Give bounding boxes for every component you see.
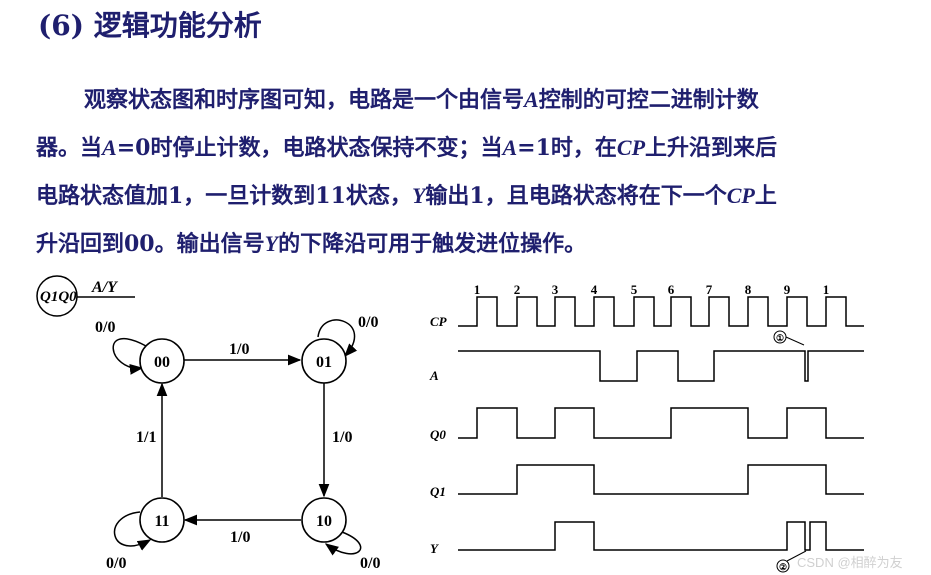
watermark: CSDN @相醉为友 (797, 555, 903, 570)
self-loop-00 (112, 338, 147, 375)
svg-text:00: 00 (154, 354, 170, 371)
svg-text:②: ② (779, 562, 787, 572)
paragraph-line-2: 器。当A=0时停止计数，电路状态保持不变；当A=1时，在CP上升沿到来后 (36, 135, 778, 161)
section-title: (6) 逻辑功能分析 (38, 4, 262, 44)
waveform-cp (458, 296, 864, 327)
cp-pulse-number-10: 1 (823, 282, 830, 297)
paragraph-line-4: 升沿回到00。输出信号Y的下降沿可用于触发进位操作。 (36, 231, 587, 257)
cp-pulse-number-9: 9 (784, 282, 791, 297)
self-loop-label-10: 0/0 (360, 555, 380, 572)
signal-label-q1: Q1 (430, 484, 446, 499)
section-heading: 逻辑功能分析 (93, 9, 262, 42)
svg-text:11: 11 (154, 513, 169, 530)
cp-pulse-number-8: 8 (745, 282, 752, 297)
cp-pulse-number-5: 5 (631, 282, 638, 297)
svg-text:01: 01 (316, 354, 332, 371)
cp-pulse-number-3: 3 (552, 282, 559, 297)
svg-text:①: ① (776, 333, 784, 343)
state-10: 10 (301, 497, 347, 543)
waveform-q1 (458, 464, 864, 495)
paragraph-line-3: 电路状态值加1，一旦计数到11状态，Y输出1，且电路状态将在下一个CP上 (36, 183, 777, 209)
cp-pulse-number-4: 4 (591, 282, 598, 297)
waveform-y (458, 521, 864, 551)
cp-pulse-number-2: 2 (514, 282, 521, 297)
self-loop-10 (324, 531, 362, 556)
signal-label-a: A (429, 368, 439, 383)
waveform-a (458, 350, 864, 382)
label-00-01: 1/0 (229, 341, 249, 358)
state-diagram: Q1Q0 A/Y 1/0 1/0 1/0 1/1 0/0 0/0 0/0 0/0… (36, 275, 380, 572)
cp-pulse-number-7: 7 (706, 282, 713, 297)
svg-text:10: 10 (316, 513, 332, 530)
section-number: (6) (38, 9, 84, 42)
paragraph-line-1: 观察状态图和时序图可知，电路是一个由信号A控制的可控二进制计数 (84, 87, 759, 113)
state-00: 00 (139, 338, 185, 384)
signal-label-cp: CP (430, 314, 448, 329)
timing-diagram: CP A Q0 Q1 Y 1 2 3 4 5 6 7 8 9 1 ① (429, 282, 864, 573)
analysis-paragraph: 观察状态图和时序图可知，电路是一个由信号A控制的可控二进制计数 器。当A=0时停… (36, 78, 916, 270)
legend: Q1Q0 A/Y (36, 275, 135, 317)
signal-label-y: Y (430, 541, 439, 556)
self-loop-01 (317, 319, 358, 357)
label-10-11: 1/0 (230, 529, 250, 546)
waveform-q0 (458, 407, 864, 439)
cp-pulse-number-1: 1 (474, 282, 481, 297)
self-loop-11 (113, 511, 152, 551)
cp-pulse-number-6: 6 (668, 282, 675, 297)
state-01: 01 (301, 338, 347, 384)
legend-state-label: Q1Q0 (40, 289, 77, 305)
self-loop-label-00: 0/0 (95, 319, 115, 336)
state-11: 11 (139, 497, 185, 543)
self-loop-label-11: 0/0 (106, 555, 126, 572)
self-loop-label-01: 0/0 (358, 314, 378, 331)
marker-1: ① (773, 330, 805, 346)
signal-label-q0: Q0 (430, 427, 446, 442)
legend-circle (36, 275, 78, 317)
marker-2: ② (776, 550, 807, 573)
label-11-00: 1/1 (136, 429, 156, 446)
legend-io-label: A/Y (91, 279, 118, 296)
diagram-area: Q1Q0 A/Y 1/0 1/0 1/0 1/1 0/0 0/0 0/0 0/0… (36, 275, 864, 573)
label-01-10: 1/0 (332, 429, 352, 446)
